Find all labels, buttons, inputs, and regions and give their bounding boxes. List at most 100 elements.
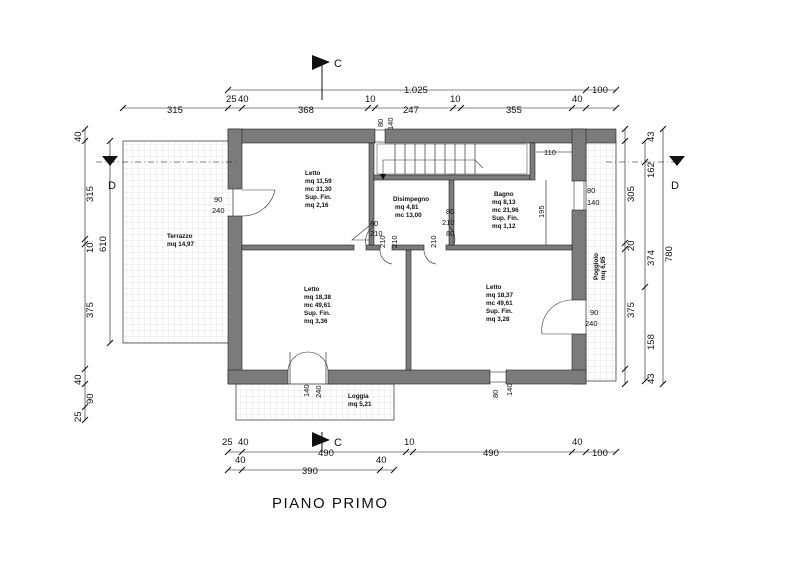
svg-text:Sup. Fin.: Sup. Fin. [492,215,519,222]
svg-text:40: 40 [572,437,583,448]
room-bagno: Bagno mq 8,13 mc 21,96 Sup. Fin. mq 1,12 [492,191,519,230]
svg-text:100: 100 [592,448,608,459]
svg-text:40: 40 [376,455,387,466]
bottom-dimensions: 25 40 490 10 490 40 100 40 390 40 [222,437,608,477]
svg-text:247: 247 [403,105,419,116]
loggia-area [235,383,395,421]
svg-text:mq 5,21: mq 5,21 [348,401,372,408]
svg-text:210: 210 [390,235,399,248]
svg-text:10: 10 [450,94,461,105]
svg-text:80: 80 [446,207,454,216]
svg-text:mq 4,81: mq 4,81 [395,204,419,211]
svg-text:140: 140 [587,198,600,207]
svg-text:Sup. Fin.: Sup. Fin. [304,310,331,317]
poggiolo-area [585,140,617,382]
svg-text:240: 240 [212,206,225,215]
svg-text:Disimpegno: Disimpegno [393,196,429,203]
svg-text:490: 490 [318,448,334,459]
svg-text:mc 13,00: mc 13,00 [395,212,422,219]
svg-text:375: 375 [626,302,637,318]
svg-text:mq 8,13: mq 8,13 [492,199,516,206]
svg-text:mq 18,37: mq 18,37 [486,292,513,299]
staircase [376,143,528,180]
svg-text:80: 80 [491,390,500,398]
section-c-bottom: C [334,437,342,449]
svg-text:80: 80 [370,219,378,228]
terrazzo-area [122,140,234,344]
svg-text:mq 3,36: mq 3,36 [304,318,328,325]
svg-text:140: 140 [302,384,311,397]
svg-text:305: 305 [626,186,637,202]
svg-text:Letto: Letto [486,284,502,291]
svg-text:210: 210 [429,235,438,248]
svg-text:240: 240 [314,385,323,398]
svg-text:25: 25 [222,437,233,448]
room-letto-1: Letto mq 11,59 mc 31,30 Sup. Fin. mq 2,1… [305,170,332,209]
svg-text:Sup. Fin.: Sup. Fin. [486,308,513,315]
svg-text:mq 18,38: mq 18,38 [304,294,331,301]
svg-text:43: 43 [646,373,657,384]
dimension-lines [81,55,685,474]
svg-text:80: 80 [446,229,454,238]
svg-text:610: 610 [98,236,109,252]
svg-text:Sup. Fin.: Sup. Fin. [305,194,332,201]
svg-text:25: 25 [226,94,237,105]
svg-text:mq 14,97: mq 14,97 [167,241,194,248]
svg-text:Letto: Letto [305,170,321,177]
svg-text:40: 40 [73,131,84,142]
svg-text:195: 195 [537,205,546,218]
svg-text:368: 368 [298,105,314,116]
svg-text:mc 49,61: mc 49,61 [486,300,513,307]
room-letto-3: Letto mq 18,37 mc 49,61 Sup. Fin. mq 3,2… [486,284,513,323]
section-d-left: D [108,180,116,192]
svg-text:mq 3,28: mq 3,28 [486,316,510,323]
svg-text:Loggia: Loggia [348,393,369,400]
svg-text:mc 31,30: mc 31,30 [305,186,332,193]
svg-text:1.025: 1.025 [404,85,428,96]
svg-text:80: 80 [587,186,595,195]
svg-text:20: 20 [626,240,637,251]
svg-text:10: 10 [404,437,415,448]
svg-text:40: 40 [238,94,249,105]
svg-text:140: 140 [386,117,395,130]
walls [227,128,617,385]
svg-text:140: 140 [505,383,514,396]
svg-text:210: 210 [378,235,387,248]
svg-text:162: 162 [646,162,657,178]
section-c-top: C [334,58,342,70]
svg-text:Terrazzo: Terrazzo [167,233,193,240]
svg-text:315: 315 [85,186,96,202]
svg-text:210: 210 [442,218,455,227]
svg-text:Poggiolo: Poggiolo [593,253,600,280]
svg-text:110: 110 [544,148,556,157]
svg-text:10: 10 [365,94,376,105]
room-poggiolo: Poggiolo mq 6,95 [593,253,607,280]
svg-text:100: 100 [592,85,608,96]
svg-text:90: 90 [590,308,598,317]
svg-text:780: 780 [664,246,675,262]
svg-text:315: 315 [167,105,183,116]
svg-text:90: 90 [214,195,222,204]
svg-text:10: 10 [85,242,96,253]
svg-text:Bagno: Bagno [494,191,514,198]
opening-dimensions: 80 140 90 240 80 210 80 210 80 210 210 2… [212,117,600,398]
svg-text:mq 1,12: mq 1,12 [492,223,516,230]
svg-text:490: 490 [483,448,499,459]
svg-text:40: 40 [572,94,583,105]
room-letto-2: Letto mq 18,38 mc 49,61 Sup. Fin. mq 3,3… [304,286,331,325]
svg-text:25: 25 [73,411,84,422]
svg-text:374: 374 [646,250,657,266]
left-dimensions: 40 315 10 375 40 90 25 610 [73,131,109,422]
svg-text:355: 355 [506,105,522,116]
room-terrazzo: Terrazzo mq 14,97 [167,233,194,248]
svg-text:80: 80 [376,119,385,127]
svg-text:mq 2,16: mq 2,16 [305,202,329,209]
svg-text:240: 240 [585,319,598,328]
section-d-right: D [671,180,679,192]
svg-text:375: 375 [85,302,96,318]
svg-text:mc 21,96: mc 21,96 [492,207,519,214]
plan-title: PIANO PRIMO [272,495,389,512]
svg-text:390: 390 [302,466,318,477]
svg-text:43: 43 [646,131,657,142]
